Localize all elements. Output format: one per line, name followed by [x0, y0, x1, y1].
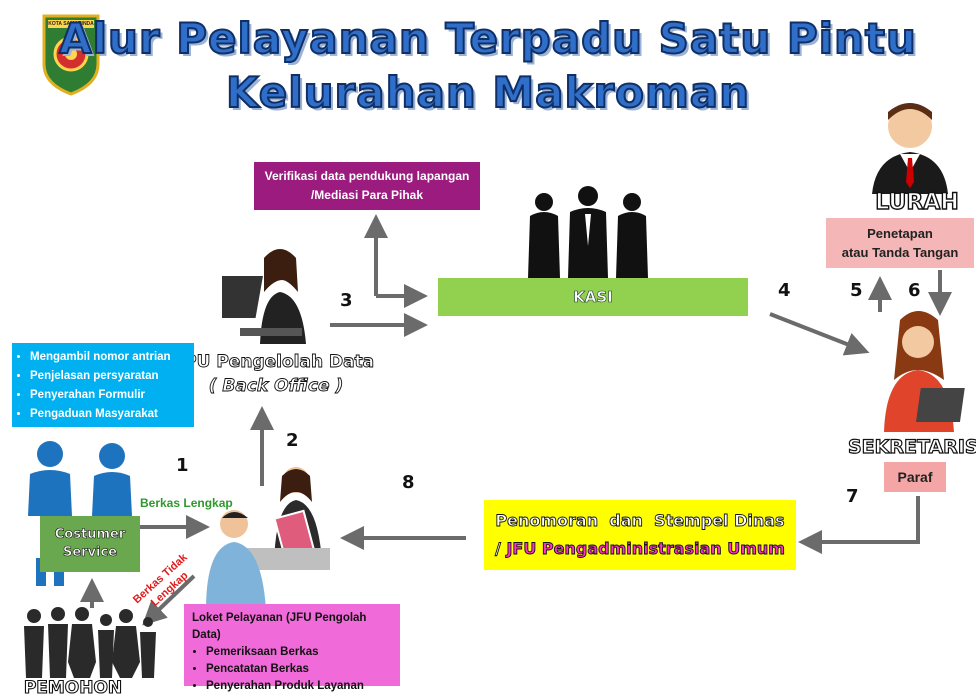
list-item: Penyerahan Formulir — [30, 386, 190, 405]
shield-emblem-icon — [42, 14, 100, 96]
pemohon-label: PEMOHON — [23, 677, 123, 698]
jpu-person-icon — [222, 249, 306, 344]
list-item: Penyerahan Produk Layanan — [206, 678, 394, 695]
list-item: Penjelasan persyaratan — [30, 367, 190, 386]
verifikasi-box: Verifikasi data pendukung lapangan /Medi… — [254, 162, 480, 210]
sekretaris-person-icon — [884, 311, 965, 432]
jpu-label: JPU Pengelolah Data ( Back Office ) — [176, 350, 376, 398]
loket-box: Loket Pelayanan (JFU Pengolah Data) Peme… — [184, 604, 400, 692]
verifikasi-line-1: Verifikasi data pendukung lapangan — [264, 169, 470, 183]
jpu-line-1: JPU Pengelolah Data — [177, 352, 375, 373]
penetapan-box: Penetapan atau Tanda Tangan — [826, 218, 974, 268]
kasi-label: KASI — [573, 288, 613, 307]
kasi-people-icon — [528, 186, 648, 278]
list-item: Pengaduan Masyarakat — [30, 405, 190, 424]
sekretaris-label: SEKRETARIS — [847, 435, 976, 458]
paraf-box: Paraf — [884, 462, 946, 492]
title-line-2: Kelurahan Makroman — [225, 67, 751, 118]
step-number-1: 1 — [176, 455, 189, 476]
step-number-5: 5 — [850, 280, 863, 301]
cs-info-box: Mengambil nomor antrian Penjelasan persy… — [12, 343, 194, 427]
penomoran-line-1: Penomoran dan Stempel Dinas — [495, 511, 785, 531]
title-line-1: Alur Pelayanan Terpadu Satu Pintu — [58, 13, 917, 64]
arrow-step4 — [769, 312, 870, 356]
jpu-line-2: ( Back Office ) — [208, 376, 344, 397]
cs-info-list: Mengambil nomor antrian Penjelasan persy… — [16, 348, 190, 424]
list-item: Pencatatan Berkas — [206, 661, 394, 678]
pemohon-people-icon — [24, 607, 156, 678]
step-number-3: 3 — [340, 290, 353, 311]
arrow-step7 — [798, 496, 920, 554]
arrow-berkas-tidak — [142, 574, 196, 626]
city-logo: KOTA SAMARINDA — [38, 10, 104, 98]
berkas-lengkap-label: Berkas Lengkap — [140, 496, 233, 510]
logo-text: KOTA SAMARINDA — [48, 21, 94, 27]
customer-service-icon — [28, 441, 132, 586]
loket-list: Pemeriksaan Berkas Pencatatan Berkas Pen… — [192, 644, 394, 695]
kasi-bar: KASI — [438, 278, 748, 316]
step-number-7: 7 — [846, 486, 859, 507]
penetapan-line-2: atau Tanda Tangan — [841, 245, 959, 260]
lurah-person-icon — [872, 103, 948, 194]
penomoran-box: Penomoran dan Stempel Dinas / JFU Pengad… — [484, 500, 796, 570]
lurah-label: LURAH — [875, 189, 960, 215]
paraf-label: Paraf — [897, 469, 933, 485]
penomoran-prefix: / — [495, 539, 507, 559]
penomoran-line-2-wrap: / JFU Pengadministrasian Umum — [484, 535, 796, 564]
cs-desk-line-1: Costumer — [54, 527, 126, 543]
list-item: Mengambil nomor antrian — [30, 348, 190, 367]
step-number-6: 6 — [908, 280, 921, 301]
verifikasi-line-2: /Mediasi Para Pihak — [310, 188, 424, 202]
step-number-4: 4 — [778, 280, 791, 301]
loket-pelayanan-icon — [206, 467, 330, 610]
penomoran-line-2: JFU Pengadministrasian Umum — [506, 539, 785, 559]
penetapan-line-1: Penetapan — [867, 226, 933, 241]
loket-title: Loket Pelayanan (JFU Pengolah Data) — [192, 612, 367, 641]
list-item: Pemeriksaan Berkas — [206, 644, 394, 661]
cs-desk-line-2: Service — [62, 545, 118, 561]
step-number-2: 2 — [286, 430, 299, 451]
step-number-8: 8 — [402, 472, 415, 493]
customer-service-desk: Costumer Service — [40, 516, 140, 572]
